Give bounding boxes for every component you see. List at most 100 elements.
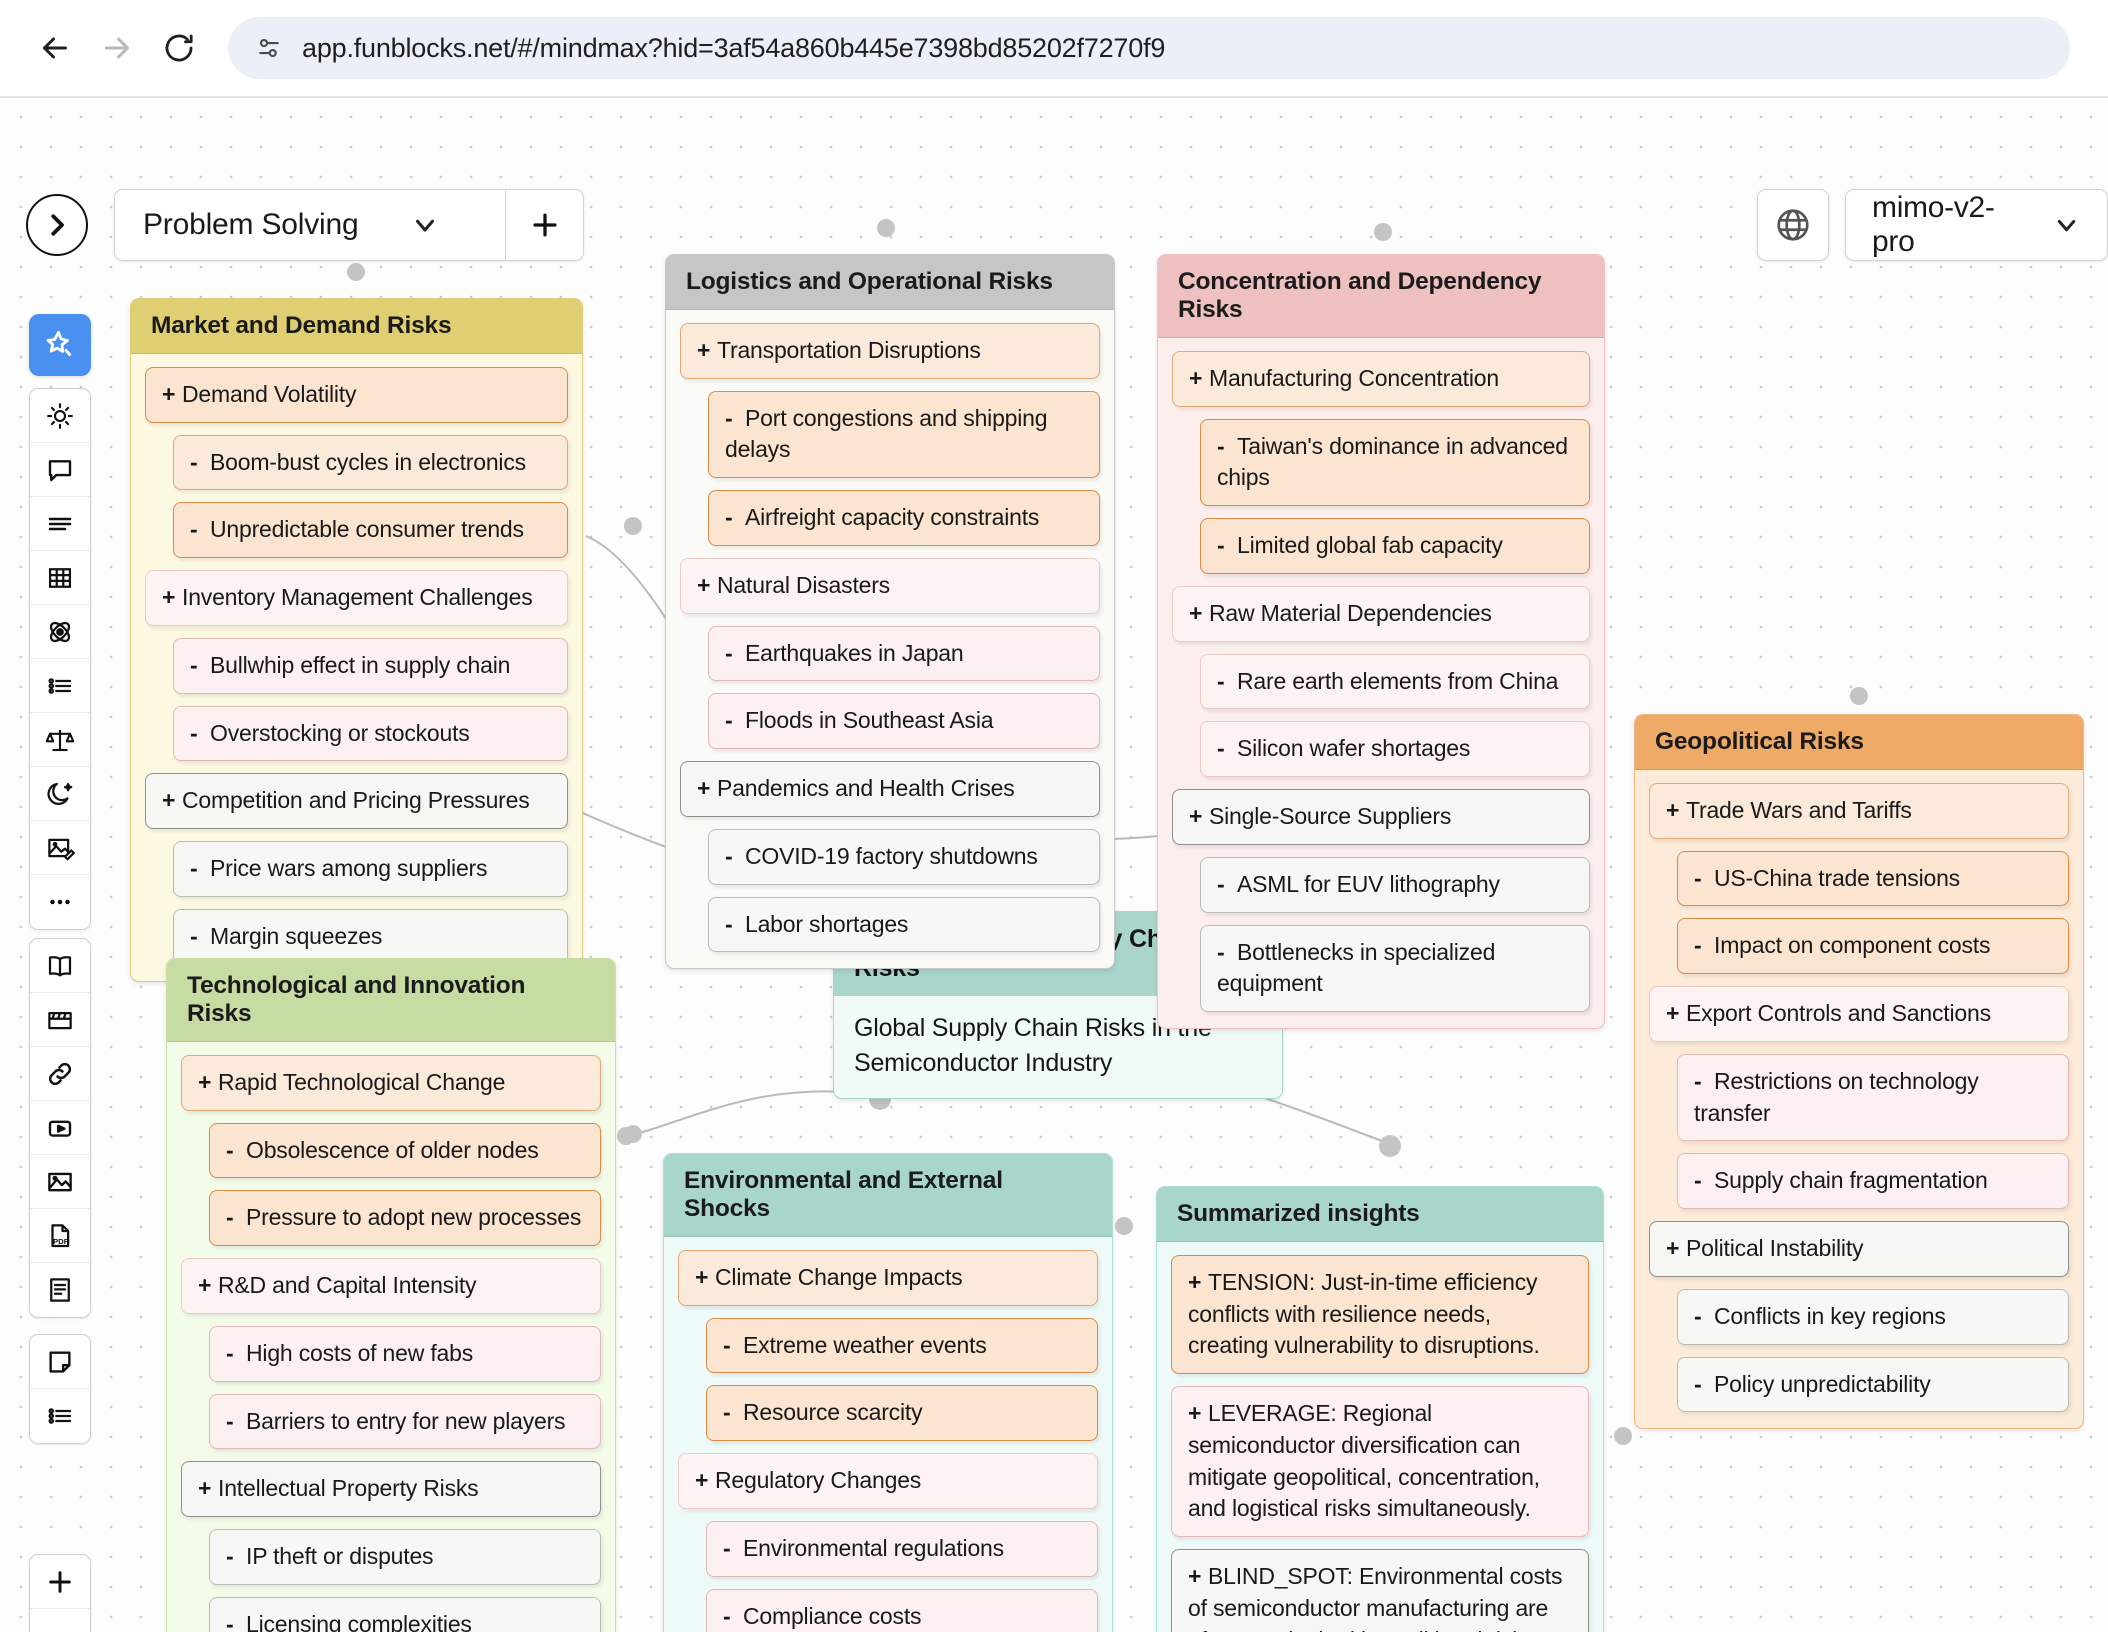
sidebar-item-pdf[interactable]: PDF: [30, 1209, 90, 1263]
add-map-button[interactable]: [505, 190, 583, 260]
mindmap-card-technological-and-innovation-risks[interactable]: Technological and Innovation Risks+Rapid…: [166, 958, 616, 1632]
collapse-icon[interactable]: -: [725, 639, 733, 666]
expand-icon[interactable]: +: [1189, 365, 1203, 391]
collapse-icon[interactable]: -: [1217, 735, 1225, 762]
address-bar[interactable]: app.funblocks.net/#/mindmax?hid=3af54a86…: [228, 17, 2070, 79]
mindmap-node[interactable]: -Rare earth elements from China: [1200, 653, 1590, 710]
collapse-icon[interactable]: -: [1217, 667, 1225, 694]
mindmap-card-geopolitical-risks[interactable]: Geopolitical Risks+Trade Wars and Tariff…: [1634, 714, 2084, 1430]
mindmap-node[interactable]: -Restrictions on technology transfer: [1677, 1053, 2069, 1142]
mindmap-node[interactable]: +BLIND_SPOT: Environmental costs of semi…: [1171, 1549, 1589, 1632]
mindmap-node[interactable]: +Natural Disasters: [680, 557, 1100, 614]
expand-icon[interactable]: +: [1188, 1400, 1202, 1427]
model-selector[interactable]: mimo-v2-pro: [1845, 189, 2108, 261]
collapse-icon[interactable]: -: [190, 448, 198, 475]
mindmap-node[interactable]: +Transportation Disruptions: [680, 323, 1100, 379]
sidebar-item-dream[interactable]: [30, 767, 90, 821]
mindmap-card-logistics-and-operational-risks[interactable]: Logistics and Operational Risks+Transpor…: [665, 254, 1115, 970]
collapse-icon[interactable]: -: [190, 516, 198, 543]
collapse-icon[interactable]: -: [190, 855, 198, 882]
mindmap-node[interactable]: -Supply chain fragmentation: [1677, 1153, 2069, 1210]
expand-icon[interactable]: +: [1666, 1235, 1680, 1262]
mindmap-node[interactable]: -Conflicts in key regions: [1677, 1288, 2069, 1345]
sidebar-item-more[interactable]: [30, 875, 90, 929]
mindmap-node[interactable]: -Boom-bust cycles in electronics: [173, 434, 568, 491]
map-selector[interactable]: Problem Solving: [114, 189, 584, 261]
mindmap-canvas[interactable]: Problem Solving mimo-v2-pro: [0, 96, 2108, 1632]
mindmap-node[interactable]: +R&D and Capital Intensity: [181, 1258, 601, 1314]
mindmap-node[interactable]: +Rapid Technological Change: [181, 1055, 601, 1111]
mindmap-node[interactable]: -Overstocking or stockouts: [173, 705, 568, 762]
collapse-icon[interactable]: -: [723, 1331, 731, 1358]
zoom-out-button[interactable]: [30, 1609, 90, 1632]
expand-icon[interactable]: +: [162, 787, 176, 814]
zoom-in-button[interactable]: [30, 1555, 90, 1609]
mindmap-card-summarized-insights[interactable]: Summarized insights+TENSION: Just-in-tim…: [1156, 1186, 1604, 1632]
collapse-icon[interactable]: -: [1217, 532, 1225, 559]
mindmap-node[interactable]: +Political Instability: [1649, 1221, 2069, 1277]
mindmap-node[interactable]: -Impact on component costs: [1677, 918, 2069, 975]
sidebar-item-video[interactable]: [30, 993, 90, 1047]
collapse-icon[interactable]: -: [725, 910, 733, 937]
expand-icon[interactable]: +: [695, 1264, 709, 1290]
mindmap-node[interactable]: +Pandemics and Health Crises: [680, 761, 1100, 817]
mindmap-node[interactable]: +Climate Change Impacts: [678, 1250, 1098, 1306]
sidebar-item-document[interactable]: [30, 1263, 90, 1317]
sidebar-item-insights[interactable]: [30, 389, 90, 443]
sidebar-item-comments[interactable]: [30, 443, 90, 497]
mindmap-node[interactable]: -COVID-19 factory shutdowns: [708, 828, 1100, 885]
expand-icon[interactable]: +: [1666, 1000, 1680, 1027]
mindmap-node[interactable]: -Barriers to entry for new players: [209, 1393, 601, 1450]
mindmap-node[interactable]: +Export Controls and Sanctions: [1649, 986, 2069, 1042]
mindmap-node[interactable]: -Obsolescence of older nodes: [209, 1122, 601, 1179]
collapse-icon[interactable]: -: [1694, 1302, 1702, 1329]
expand-icon[interactable]: +: [695, 1467, 709, 1494]
mindmap-node[interactable]: -ASML for EUV lithography: [1200, 856, 1590, 913]
mindmap-node[interactable]: -Silicon wafer shortages: [1200, 721, 1590, 778]
collapse-icon[interactable]: -: [226, 1407, 234, 1434]
mindmap-node[interactable]: -Port congestions and shipping delays: [708, 390, 1100, 479]
sidebar-item-list-2[interactable]: [30, 1389, 90, 1443]
collapse-icon[interactable]: -: [1217, 432, 1225, 459]
sidebar-item-compare[interactable]: [30, 713, 90, 767]
mindmap-node[interactable]: -Floods in Southeast Asia: [708, 693, 1100, 750]
mindmap-node[interactable]: -Margin squeezes: [173, 908, 568, 965]
mindmap-node[interactable]: -Pressure to adopt new processes: [209, 1190, 601, 1247]
mindmap-node[interactable]: -Price wars among suppliers: [173, 841, 568, 897]
collapse-icon[interactable]: -: [1694, 1370, 1702, 1397]
mindmap-node[interactable]: -Compliance costs: [706, 1588, 1098, 1632]
mindmap-node[interactable]: -Extreme weather events: [706, 1317, 1098, 1374]
mindmap-node[interactable]: +Regulatory Changes: [678, 1453, 1098, 1509]
mindmap-node[interactable]: +Trade Wars and Tariffs: [1649, 783, 2069, 839]
sidebar-item-book[interactable]: [30, 939, 90, 993]
collapse-icon[interactable]: -: [226, 1610, 234, 1632]
mindmap-node[interactable]: -Bullwhip effect in supply chain: [173, 637, 568, 694]
expand-icon[interactable]: +: [198, 1475, 212, 1502]
sidebar-item-note[interactable]: [30, 1335, 90, 1389]
mindmap-node[interactable]: +TENSION: Just-in-time efficiency confli…: [1171, 1255, 1589, 1375]
sidebar-item-image[interactable]: [30, 1155, 90, 1209]
language-button[interactable]: [1757, 189, 1829, 261]
mindmap-node[interactable]: -IP theft or disputes: [209, 1529, 601, 1585]
mindmap-node[interactable]: -Licensing complexities: [209, 1596, 601, 1632]
sidebar-item-ai-assistant[interactable]: [29, 314, 91, 376]
collapse-icon[interactable]: -: [190, 719, 198, 746]
mindmap-card-environmental-and-external-shocks[interactable]: Environmental and External Shocks+Climat…: [663, 1153, 1113, 1632]
collapse-icon[interactable]: -: [725, 404, 733, 431]
sidebar-item-image-edit[interactable]: [30, 821, 90, 875]
mindmap-node[interactable]: +LEVERAGE: Regional semiconductor divers…: [1171, 1386, 1589, 1538]
mindmap-node[interactable]: -Labor shortages: [708, 896, 1100, 953]
collapse-icon[interactable]: -: [723, 1399, 731, 1426]
collapse-icon[interactable]: -: [1217, 938, 1225, 965]
expand-icon[interactable]: +: [1188, 1563, 1202, 1590]
mindmap-card-market-and-demand-risks[interactable]: Market and Demand Risks+Demand Volatilit…: [130, 298, 583, 982]
collapse-icon[interactable]: -: [226, 1204, 234, 1231]
expand-icon[interactable]: +: [1666, 797, 1680, 823]
reload-button[interactable]: [148, 17, 210, 79]
sidebar-item-list[interactable]: [30, 659, 90, 713]
mindmap-node[interactable]: -High costs of new fabs: [209, 1325, 601, 1382]
collapse-icon[interactable]: -: [1694, 1167, 1702, 1194]
collapse-icon[interactable]: -: [723, 1534, 731, 1561]
collapse-icon[interactable]: -: [190, 651, 198, 678]
back-button[interactable]: [24, 17, 86, 79]
